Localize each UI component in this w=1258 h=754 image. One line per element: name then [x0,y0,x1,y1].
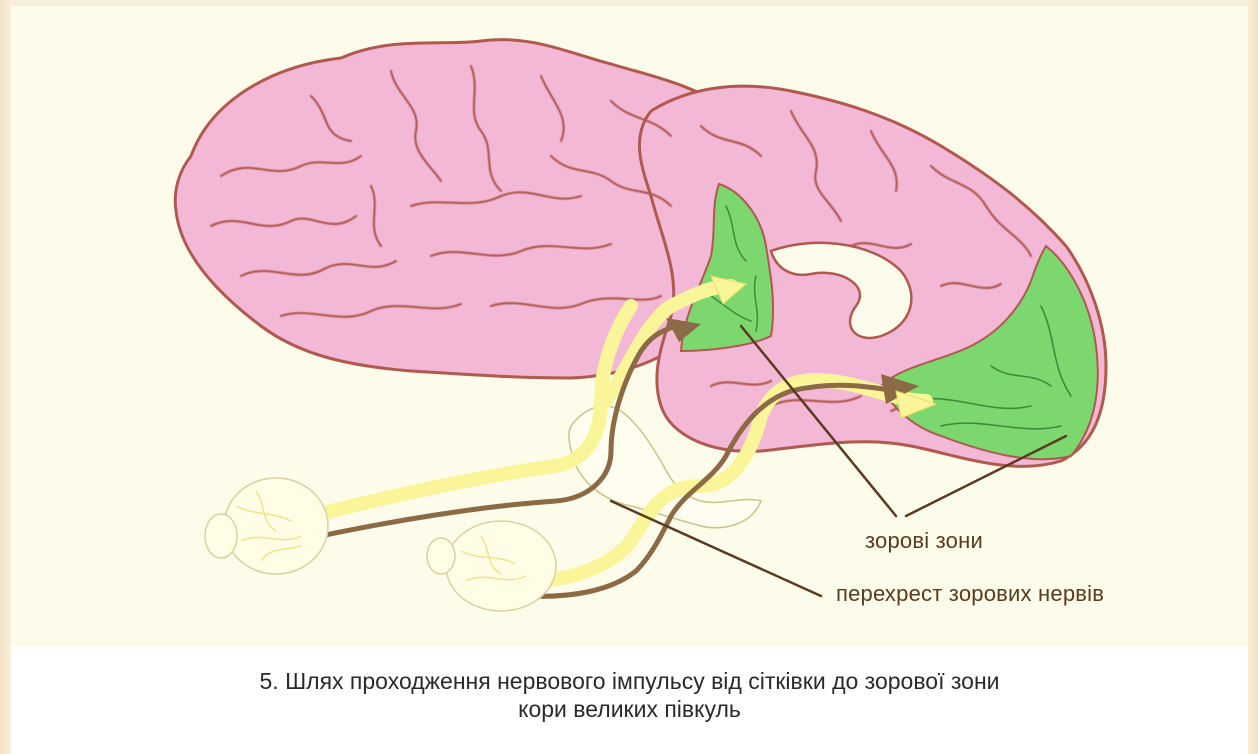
figure-panel: зорові зони перехрест зорових нервів [11,6,1248,646]
right-eyeball [427,521,556,611]
left-eyeball [205,478,328,574]
label-optic-chiasm: перехрест зорових нервів [836,581,1104,607]
caption-panel: 5. Шлях проходження нервового імпульсу в… [11,646,1248,754]
caption-line-2: кори великих півкуль [11,696,1248,723]
label-visual-zones: зорові зони [865,528,983,554]
brain-visual-pathway-diagram [11,6,1248,646]
caption-line-1: 5. Шлях проходження нервового імпульсу в… [11,668,1248,695]
